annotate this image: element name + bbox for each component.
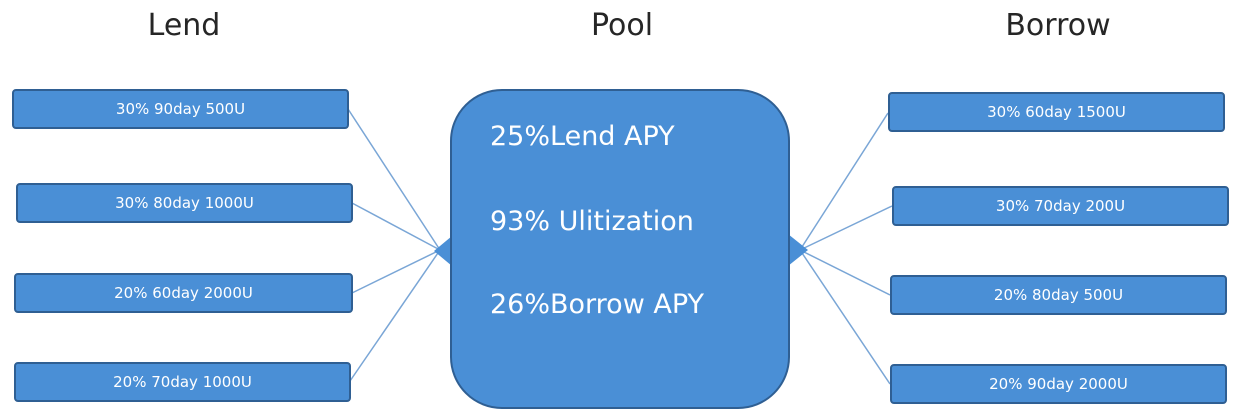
borrow-arrowhead: [788, 234, 808, 266]
lend-item-4: 20% 70day 1000U: [14, 362, 351, 402]
lend-connector-2: [351, 202, 441, 251]
lend-item-1: 30% 90day 500U: [12, 89, 349, 129]
borrow-connector-1: [799, 112, 889, 251]
pool-utilization: 93% Ulitization: [490, 206, 694, 237]
borrow-item-3: 20% 80day 500U: [890, 275, 1227, 315]
lend-column-title: Lend: [147, 8, 221, 43]
borrow-item-1: 30% 60day 1500U: [888, 92, 1225, 132]
lend-arrowhead: [434, 236, 452, 266]
borrow-column-title: Borrow: [1005, 8, 1111, 43]
lend-item-3: 20% 60day 2000U: [14, 273, 353, 313]
lend-connector-3: [351, 249, 441, 294]
pool-box: 25%Lend APY 93% Ulitization 26%Borrow AP…: [450, 89, 790, 409]
borrow-item-2: 30% 70day 200U: [892, 186, 1229, 226]
borrow-connector-3: [799, 249, 891, 296]
lend-item-2: 30% 80day 1000U: [16, 183, 353, 223]
lend-connector-4: [349, 249, 441, 382]
pool-lend-apy: 25%Lend APY: [490, 121, 675, 152]
pool-column-title: Pool: [590, 8, 654, 43]
pool-borrow-apy: 26%Borrow APY: [490, 289, 705, 320]
borrow-connector-2: [799, 205, 893, 251]
lend-connector-1: [347, 108, 441, 251]
borrow-item-4: 20% 90day 2000U: [890, 364, 1227, 404]
borrow-connector-4: [799, 249, 891, 385]
